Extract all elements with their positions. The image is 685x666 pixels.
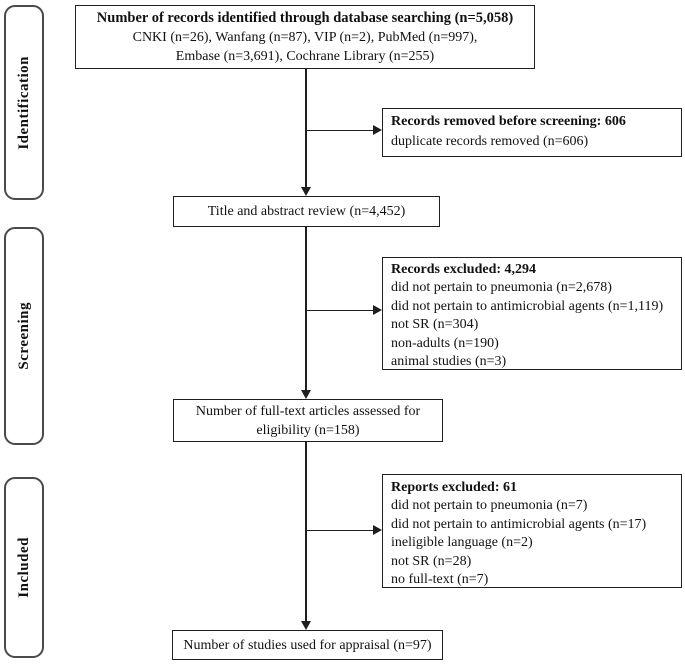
- studies-appraisal-label: Number of studies used for appraisal (n=…: [183, 637, 432, 653]
- box-records-excluded: Records excluded: 4,294 did not pertain …: [382, 257, 682, 370]
- connector-vertical-2: [305, 227, 307, 391]
- records-identified-sources-line2: Embase (n=3,691), Cochrane Library (n=25…: [175, 48, 435, 64]
- reports-excluded-reason: no full-text (n=7): [391, 572, 489, 588]
- reports-excluded-title: Reports excluded: 61: [391, 480, 517, 495]
- records-excluded-reason: non-adults (n=190): [391, 335, 499, 351]
- arrowhead-right-1: [373, 125, 382, 135]
- box-title-abstract-review: Title and abstract review (n=4,452): [173, 196, 440, 227]
- box-records-removed: Records removed before screening: 606 du…: [382, 108, 682, 157]
- title-abstract-review-label: Title and abstract review (n=4,452): [207, 204, 406, 219]
- records-removed-line: duplicate records removed (n=606): [391, 134, 589, 149]
- fulltext-assessed-label: Number of full-text articles assessed fo…: [195, 403, 421, 438]
- stage-identification-label: Identification: [15, 55, 32, 150]
- box-records-identified: Number of records identified through dat…: [75, 5, 535, 69]
- records-removed-title: Records removed before screening: 606: [391, 114, 626, 129]
- connector-vertical-1: [305, 69, 307, 188]
- stage-screening-label: Screening: [15, 302, 32, 370]
- box-studies-appraisal: Number of studies used for appraisal (n=…: [172, 630, 443, 660]
- arrowhead-down-2: [301, 390, 311, 399]
- reports-excluded-reason: did not pertain to pneumonia (n=7): [391, 498, 588, 514]
- box-fulltext-assessed: Number of full-text articles assessed fo…: [173, 399, 443, 442]
- stage-screening: Screening: [4, 227, 44, 445]
- records-excluded-reason: did not pertain to pneumonia (n=2,678): [391, 280, 612, 296]
- arrowhead-right-2: [373, 305, 382, 315]
- arrowhead-down-1: [301, 187, 311, 196]
- records-excluded-reason: animal studies (n=3): [391, 354, 507, 370]
- connector-vertical-3: [305, 442, 307, 622]
- stage-included: Included: [4, 477, 44, 658]
- connector-branch-2: [306, 309, 374, 311]
- records-excluded-reason: not SR (n=304): [391, 317, 479, 333]
- records-identified-sources-line1: CNKI (n=26), Wanfang (n=87), VIP (n=2), …: [132, 29, 478, 45]
- connector-branch-1: [306, 129, 374, 131]
- arrowhead-right-3: [373, 525, 382, 535]
- records-excluded-title: Records excluded: 4,294: [391, 262, 537, 277]
- arrowhead-down-3: [301, 621, 311, 630]
- records-identified-title: Number of records identified through dat…: [96, 9, 514, 26]
- reports-excluded-reason: not SR (n=28): [391, 553, 472, 569]
- connector-branch-3: [306, 529, 374, 531]
- reports-excluded-reason: ineligible language (n=2): [391, 535, 533, 551]
- records-excluded-reason: did not pertain to antimicrobial agents …: [391, 298, 664, 314]
- stage-identification: Identification: [4, 5, 44, 200]
- stage-included-label: Included: [15, 537, 32, 598]
- box-reports-excluded: Reports excluded: 61 did not pertain to …: [382, 474, 682, 588]
- reports-excluded-reason: did not pertain to antimicrobial agents …: [391, 516, 647, 532]
